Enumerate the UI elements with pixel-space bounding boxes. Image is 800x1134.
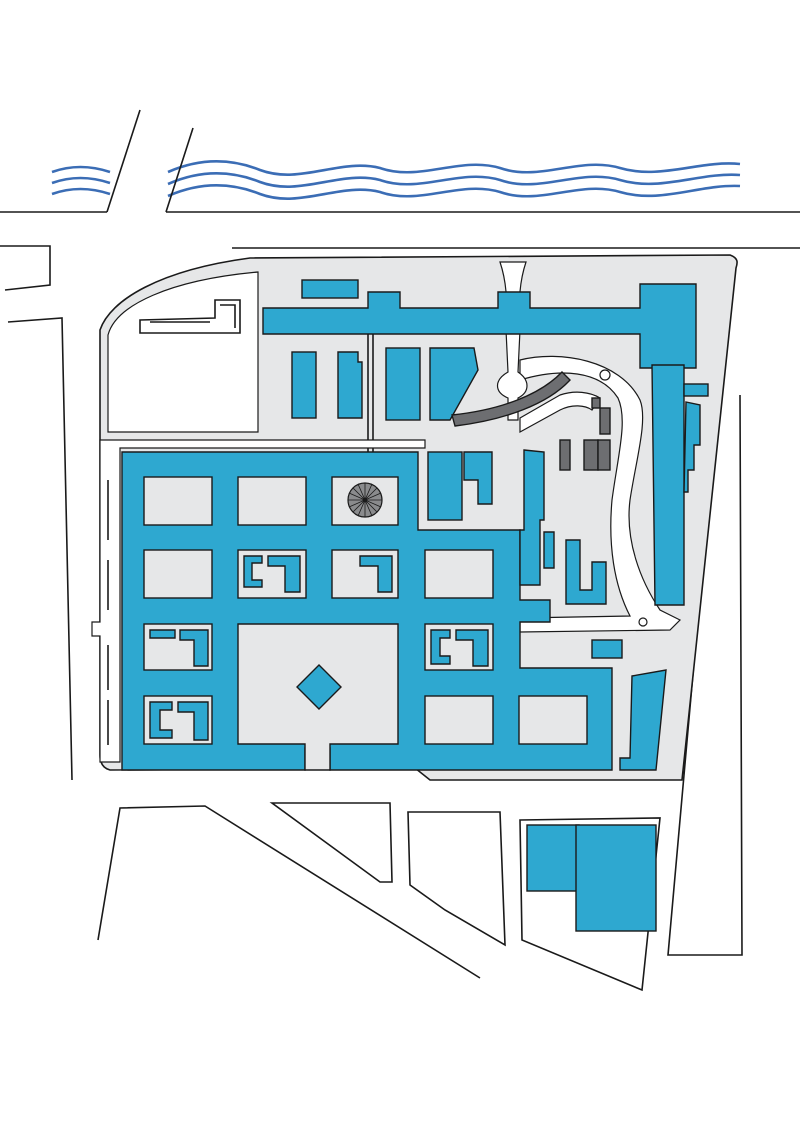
diamond-pavilion <box>296 664 342 710</box>
north-road-edge <box>0 245 800 291</box>
river-line-3 <box>51 183 741 200</box>
slab-3 <box>385 347 421 421</box>
grey-block-1 <box>559 439 571 471</box>
u-building <box>565 539 607 605</box>
river-line-1 <box>51 159 741 176</box>
plaza-void-11 <box>424 695 494 745</box>
river <box>51 159 741 200</box>
rotunda <box>347 482 383 518</box>
north-long-building <box>262 283 697 369</box>
small-east-building <box>591 639 623 659</box>
north-small-building <box>301 279 359 299</box>
curved-grey-building <box>451 370 571 427</box>
plaza-ne-building-2 <box>463 451 493 505</box>
l-building-1 <box>243 555 301 593</box>
east-annex <box>683 383 709 397</box>
grey-block-5 <box>591 397 601 409</box>
south-parcels <box>97 802 661 992</box>
plaza-grid <box>121 451 613 771</box>
east-plaza-buildings <box>427 449 667 771</box>
south-building-2 <box>575 824 657 932</box>
plaza-void-12 <box>518 695 588 745</box>
slab-1 <box>291 351 317 419</box>
plaza-void-2 <box>237 476 307 526</box>
grey-block-4 <box>599 407 611 435</box>
west-strip <box>91 439 426 763</box>
slab-2 <box>337 351 363 419</box>
south-building-1 <box>526 824 580 892</box>
plaza-void-1 <box>143 476 213 526</box>
south-parcel-4 <box>519 817 661 992</box>
river-line-2 <box>51 171 741 188</box>
l-building-5 <box>149 701 209 741</box>
south-parcel-3 <box>407 811 506 947</box>
slab-4 <box>429 347 479 421</box>
comb-building <box>519 449 545 586</box>
walkway-branch <box>519 391 601 434</box>
grey-block-3 <box>597 439 611 471</box>
plaza-void-4 <box>143 549 213 599</box>
east-long-building <box>651 364 685 606</box>
slab-buildings <box>291 334 479 452</box>
nw-parcel <box>107 271 259 433</box>
l-building-3 <box>149 629 209 667</box>
west-road-edge <box>7 317 73 781</box>
existing-buildings <box>451 370 611 471</box>
south-parcel-1 <box>97 805 481 979</box>
curved-walkway <box>519 355 682 633</box>
west-parking-strip <box>91 439 426 763</box>
grey-block-2 <box>583 439 599 471</box>
plaza-void-7 <box>424 549 494 599</box>
plaza-ne-building-1 <box>427 451 463 521</box>
north-buildings <box>262 279 709 606</box>
southeast-slab <box>619 669 667 771</box>
south-parcel-2 <box>269 802 393 883</box>
diagonal-road-right <box>165 127 194 213</box>
nw-parcel-structure <box>139 299 241 334</box>
comb-building-2 <box>543 531 555 569</box>
l-building-4 <box>430 629 489 667</box>
diagonal-road-left <box>106 109 141 213</box>
east-sawtooth-building <box>683 401 701 493</box>
l-building-2 <box>359 555 393 593</box>
walkway-node-2 <box>638 617 648 627</box>
walkway-node-1 <box>599 369 611 381</box>
